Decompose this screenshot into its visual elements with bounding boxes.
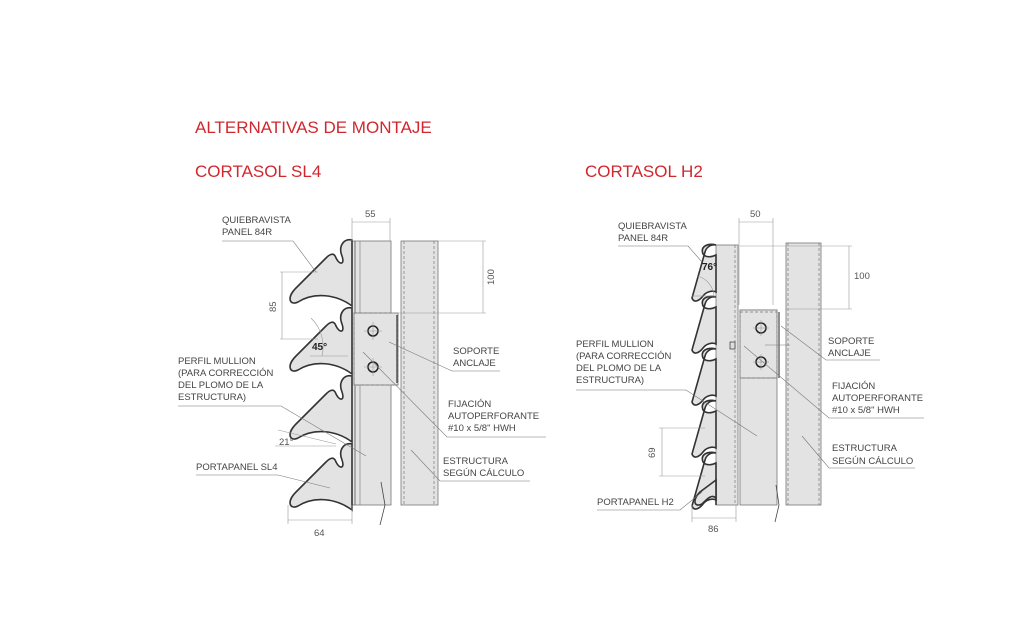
blade [289, 238, 353, 308]
label-mullion: ESTRUCTURA) [178, 392, 246, 403]
label-soporte: ANCLAJE [453, 358, 496, 369]
bolt-icon [753, 354, 769, 370]
dim-height: 100 [486, 269, 497, 285]
blade [289, 306, 353, 376]
label-estructura: SEGÚN CÁLCULO [443, 468, 524, 479]
label-mullion: DEL PLOMO DE LA [576, 363, 662, 374]
dim-height: 100 [854, 271, 870, 282]
label-mullion: (PARA CORRECCIÓN [576, 351, 672, 362]
label-portapanel: PORTAPANEL H2 [597, 497, 674, 508]
support-plate [739, 309, 778, 379]
page-title: ALTERNATIVAS DE MONTAJE [195, 118, 432, 137]
label-fijacion: FIJACIÓN [832, 381, 875, 392]
sl4-drawing: 55 100 85 64 45° 21° QUIEBRAVISTA PANEL … [178, 209, 546, 539]
blade [691, 399, 717, 458]
dim-depth: 64 [314, 528, 325, 539]
label-fijacion: #10 x 5/8" HWH [832, 405, 900, 416]
blade [691, 243, 717, 302]
blade [289, 442, 353, 512]
label-estructura: ESTRUCTURA [832, 443, 898, 454]
angle-base: 21° [279, 437, 294, 448]
label-soporte: SOPORTE [828, 336, 874, 347]
support-plate [353, 312, 399, 386]
portapanel-h2 [694, 478, 717, 506]
structure-column [785, 242, 822, 506]
label-mullion: DEL PLOMO DE LA [178, 380, 264, 391]
label-fijacion: AUTOPERFORANTE [448, 411, 539, 422]
label-estructura: SEGÚN CÁLCULO [832, 456, 913, 467]
label-fijacion: AUTOPERFORANTE [832, 393, 923, 404]
blade [691, 295, 717, 354]
angle-blade: 76° [702, 262, 717, 273]
label-quiebravista: PANEL 84R [222, 227, 272, 238]
bolt-icon [364, 322, 382, 340]
structure-column [400, 240, 439, 506]
left-heading: CORTASOL SL4 [195, 162, 321, 181]
label-portapanel: PORTAPANEL SL4 [196, 462, 278, 473]
label-quiebravista: QUIEBRAVISTA [618, 221, 687, 232]
right-heading: CORTASOL H2 [585, 162, 703, 181]
label-fijacion: FIJACIÓN [448, 399, 491, 410]
label-quiebravista: PANEL 84R [618, 233, 668, 244]
label-soporte: SOPORTE [453, 346, 499, 357]
angle-blade: 45° [312, 342, 327, 353]
label-mullion: PERFIL MULLION [576, 339, 654, 350]
label-soporte: ANCLAJE [828, 348, 871, 359]
blade [691, 347, 717, 406]
label-mullion: ESTRUCTURA) [576, 375, 644, 386]
label-mullion: (PARA CORRECCIÓN [178, 368, 274, 379]
label-fijacion: #10 x 5/8" HWH [448, 423, 516, 434]
label-estructura: ESTRUCTURA [443, 456, 509, 467]
dim-pitch: 69 [647, 447, 658, 458]
dim-depth: 86 [708, 524, 719, 535]
dim-width-top: 50 [750, 209, 761, 220]
bolt-icon [753, 320, 769, 336]
h2-drawing: 50 100 69 86 76° QUIEBRAVISTA PANEL 84R … [576, 209, 924, 535]
dim-pitch: 85 [268, 301, 279, 312]
label-mullion: PERFIL MULLION [178, 356, 256, 367]
label-quiebravista: QUIEBRAVISTA [222, 215, 291, 226]
blade [289, 374, 353, 444]
dim-width-top: 55 [365, 209, 376, 220]
